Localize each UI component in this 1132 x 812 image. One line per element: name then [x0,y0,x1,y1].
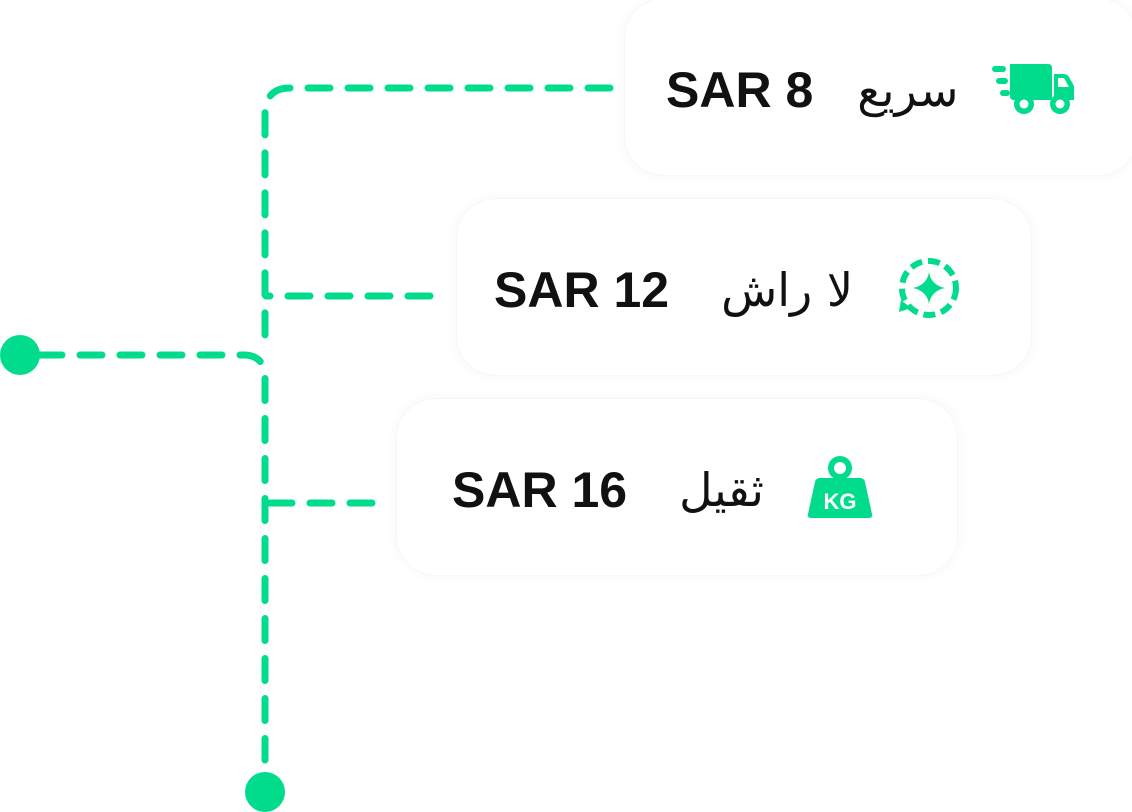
option-label: سريع [857,63,959,117]
start-node [0,335,40,375]
option-price: SAR 12 [494,262,670,318]
connector-to-fast [261,84,614,349]
fast-delivery-truck-icon [992,60,1075,121]
option-label: ثقيل [679,463,764,517]
eco-recycle-star-icon [895,254,963,327]
option-row-fast: SAR 8 سريع [666,60,1075,121]
option-row-heavy: SAR 16 ثقيل KG [452,455,874,520]
kg-weight-icon: KG [806,455,874,525]
option-price: SAR 16 [452,462,628,518]
option-row-no-rush: SAR 12 لا راش [494,257,963,320]
svg-text:KG: KG [823,489,856,514]
option-label: لا راش [721,263,854,317]
option-price: SAR 8 [666,62,814,118]
end-node [245,772,285,812]
connector-from-start [36,351,269,764]
